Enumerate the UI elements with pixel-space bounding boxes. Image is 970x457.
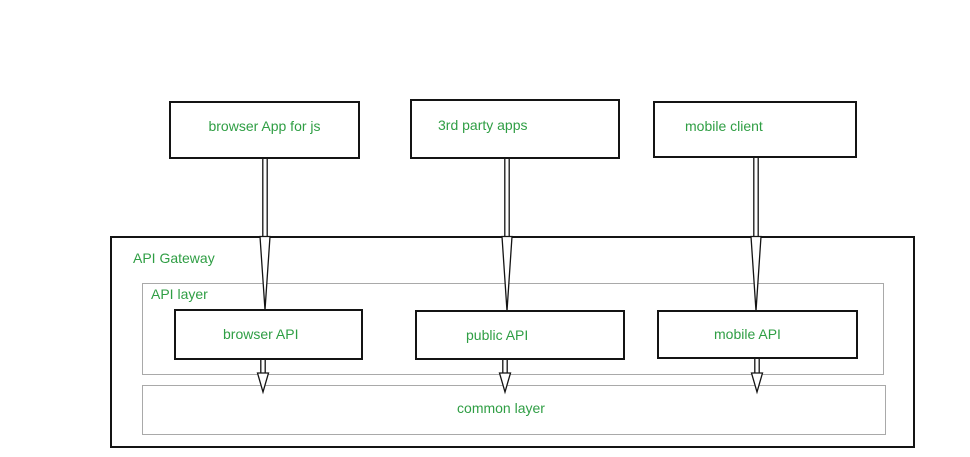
node-browser-api: browser API [174, 309, 363, 360]
node-browser-app: browser App for js [169, 101, 360, 159]
node-public-api-label: public API [466, 326, 529, 343]
node-third-party-apps: 3rd party apps [410, 99, 620, 159]
node-mobile-client-label: mobile client [685, 117, 763, 134]
node-third-party-apps-label: 3rd party apps [438, 117, 528, 133]
common-layer-label: common layer [457, 400, 545, 416]
common-layer-box: common layer [142, 385, 886, 435]
node-browser-api-label: browser API [223, 326, 299, 342]
node-public-api: public API [415, 310, 625, 360]
node-mobile-client: mobile client [653, 101, 857, 158]
node-mobile-api-label: mobile API [714, 326, 781, 342]
node-browser-app-label: browser App for js [208, 118, 321, 134]
node-mobile-api: mobile API [657, 310, 858, 359]
api-layer-label: API layer [151, 286, 208, 302]
api-gateway-label: API Gateway [133, 250, 215, 266]
